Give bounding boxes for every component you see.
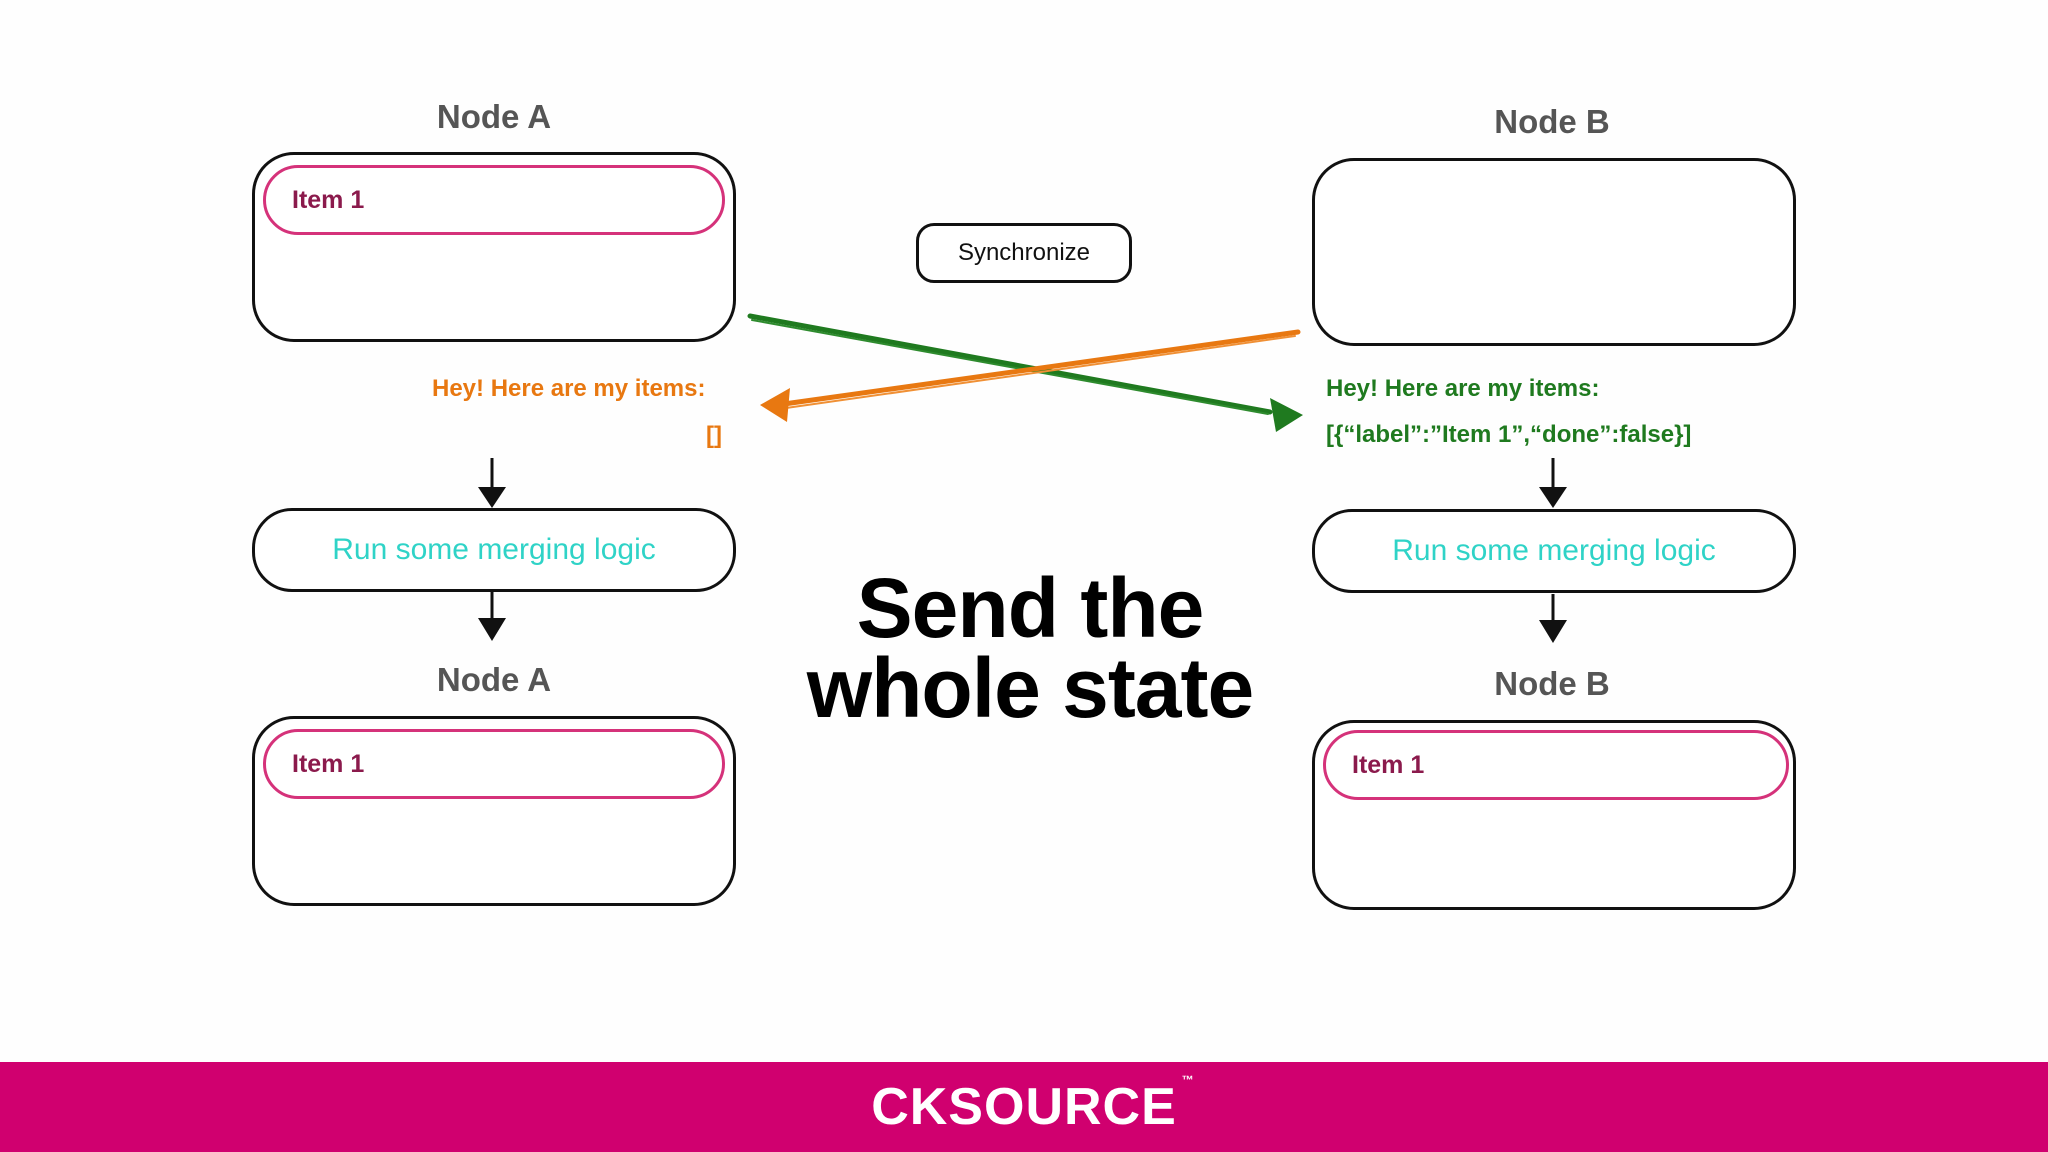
- node-a-title-bottom: Node A: [436, 661, 552, 698]
- down-arrow-right-2: [1539, 594, 1567, 643]
- headline-line-1: Send the: [856, 561, 1205, 655]
- down-arrow-left-2: [478, 592, 506, 641]
- node-a-message-to-b: Hey! Here are my items:: [1326, 375, 1600, 402]
- node-b-message-to-a: Hey! Here are my items:: [432, 375, 706, 402]
- node-a-payload-to-b: [{“label”:”Item 1”,“done”:false}]: [1326, 421, 1692, 448]
- node-a-list-bottom: Item 1: [252, 716, 736, 906]
- node-a-merge-step: Run some merging logic: [252, 508, 736, 592]
- trademark-symbol: ™: [1181, 1073, 1195, 1087]
- headline: Send the whole state: [760, 561, 1300, 735]
- green-arrow: [747, 313, 1303, 432]
- node-b-merge-step: Run some merging logic: [1312, 509, 1796, 593]
- node-b-payload-to-a: []: [706, 422, 722, 449]
- down-arrow-right-1: [1539, 458, 1567, 508]
- node-a-item-bottom: Item 1: [263, 729, 725, 799]
- node-a-list-top: Item 1: [252, 152, 736, 342]
- node-a-item-top: Item 1: [263, 165, 725, 235]
- node-b-title-top: Node B: [1494, 103, 1610, 140]
- cksource-logo: CKSOURCE ™: [871, 1073, 1194, 1137]
- orange-arrow: [760, 329, 1301, 422]
- node-b-title-bottom: Node B: [1494, 665, 1610, 702]
- headline-line-2: whole state: [806, 641, 1254, 735]
- footer-bar: CKSOURCE ™: [0, 1062, 2048, 1152]
- node-b-list-top: [1312, 158, 1796, 346]
- node-b-item-bottom: Item 1: [1323, 730, 1789, 800]
- synchronize-button[interactable]: Synchronize: [916, 223, 1132, 283]
- node-a-title-top: Node A: [436, 98, 552, 135]
- node-b-list-bottom: Item 1: [1312, 720, 1796, 910]
- logo-text: CKSOURCE: [871, 1078, 1177, 1136]
- down-arrow-left-1: [478, 458, 506, 508]
